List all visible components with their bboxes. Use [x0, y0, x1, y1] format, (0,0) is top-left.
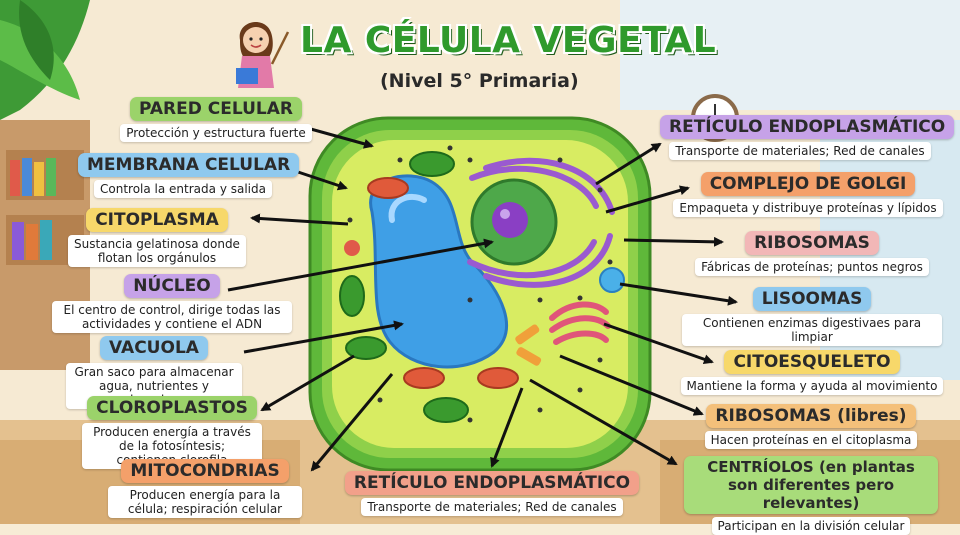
label-desc: Empaqueta y distribuye proteínas y lípid…: [673, 199, 943, 217]
label-title: RETÍCULO ENDOPLASMÁTICO: [344, 471, 640, 495]
label-desc: Protección y estructura fuerte: [120, 124, 312, 142]
endoplasmic-reticulum: [467, 157, 615, 288]
label-citoplasma: CITOPLASMA Sustancia gelatinosa donde fl…: [68, 208, 246, 267]
label-desc: Transporte de materiales; Red de canales: [669, 142, 931, 160]
label-reticulo-superior: RETÍCULO ENDOPLASMÁTICO Transporte de ma…: [660, 115, 955, 160]
label-title: LISOOMAS: [752, 287, 872, 311]
chloroplasts: [339, 151, 469, 423]
label-reticulo-inferior: RETÍCULO ENDOPLASMÁTICO Transporte de ma…: [342, 471, 642, 516]
small-vesicle: [344, 240, 360, 256]
label-pared-celular: PARED CELULAR Protección y estructura fu…: [112, 97, 320, 142]
label-title: RETÍCULO ENDOPLASMÁTICO: [660, 115, 955, 139]
label-title: CITOESQUELETO: [724, 350, 900, 374]
teacher-icon: [236, 22, 290, 88]
label-membrana-celular: MEMBRANA CELULAR Controla la entrada y s…: [78, 153, 300, 198]
label-title: NÚCLEO: [124, 274, 220, 298]
label-desc: Contienen enzimas digestivaes para limpi…: [682, 314, 942, 346]
label-desc: Sustancia gelatinosa donde flotan los or…: [68, 235, 246, 267]
label-desc: Controla la entrada y salida: [94, 180, 272, 198]
label-mitocondrias: MITOCONDRIAS Producen energía para la cé…: [108, 459, 302, 518]
page-title: LA CÉLULA VEGETAL: [300, 20, 717, 61]
label-title: CITOPLASMA: [86, 208, 228, 232]
label-ribosomas-libres: RIBOSOMAS (libres) Hacen proteínas en el…: [698, 404, 924, 449]
label-desc: Producen energía para la célula; respira…: [108, 486, 302, 518]
label-desc: Transporte de materiales; Red de canales: [361, 498, 623, 516]
label-nucleo: NÚCLEO El centro de control, dirige toda…: [52, 274, 292, 333]
label-title: COMPLEJO DE GOLGI: [700, 172, 916, 196]
centrioles: [515, 324, 542, 366]
label-desc: Mantiene la forma y ayuda al movimiento: [680, 377, 944, 395]
label-citoesqueleto: CITOESQUELETO Mantiene la forma y ayuda …: [678, 350, 946, 395]
label-title: MEMBRANA CELULAR: [78, 153, 300, 177]
label-centriolos: CENTRÍOLOS (en plantas son diferentes pe…: [684, 456, 938, 535]
label-lisosomas: LISOOMAS Contienen enzimas digestivaes p…: [682, 287, 942, 346]
lysosome: [599, 267, 625, 293]
label-desc: Hacen proteínas en el citoplasma: [704, 431, 918, 449]
label-ribosomas: RIBOSOMAS Fábricas de proteínas; puntos …: [692, 231, 932, 276]
ribosome-dots: [347, 145, 613, 423]
label-title: CENTRÍOLOS (en plantas son diferentes pe…: [684, 456, 938, 514]
label-title: CLOROPLASTOS: [87, 396, 257, 420]
label-title: VACUOLA: [100, 336, 208, 360]
label-title: MITOCONDRIAS: [121, 459, 289, 483]
nucleolus: [492, 202, 528, 238]
label-desc: El centro de control, dirige todas las a…: [52, 301, 292, 333]
label-title: PARED CELULAR: [130, 97, 302, 121]
label-title: RIBOSOMAS: [745, 231, 879, 255]
label-desc: Participan en la división celular: [711, 517, 911, 535]
label-title: RIBOSOMAS (libres): [706, 404, 916, 428]
plant-cell-diagram: [227, 116, 738, 472]
mitochondria: [367, 177, 519, 389]
page-subtitle: (Nivel 5° Primaria): [380, 70, 579, 92]
label-complejo-golgi: COMPLEJO DE GOLGI Empaqueta y distribuye…: [672, 172, 944, 217]
label-desc: Fábricas de proteínas; puntos negros: [695, 258, 929, 276]
